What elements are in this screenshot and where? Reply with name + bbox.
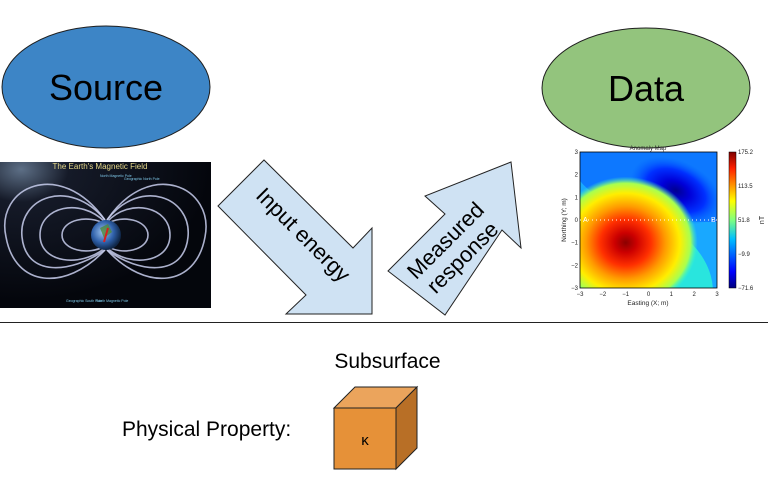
physical-property-label: Physical Property:	[122, 418, 292, 441]
y-tick-label: 0	[575, 218, 579, 224]
image-title: The Earth's Magnetic Field	[53, 162, 148, 171]
property-symbol-kappa: κ	[361, 432, 369, 449]
y-tick-label: 2	[575, 173, 579, 179]
geographic-south-pole-label: Geographic South Pole	[66, 299, 102, 303]
colorbar	[728, 151, 737, 289]
x-tick-label: 0	[647, 292, 651, 298]
data-label: Data	[608, 68, 685, 109]
colorbar-tick-label: −9.9	[738, 252, 751, 258]
x-tick-label: −2	[599, 292, 607, 298]
subsurface-cube: κ	[332, 385, 419, 471]
cube-front	[333, 407, 397, 470]
measured-response-arrow: Measured response	[387, 161, 522, 316]
y-tick-label: −2	[571, 263, 579, 269]
profile-end-label: B	[711, 217, 716, 224]
data-node: Data	[541, 27, 751, 149]
x-tick-label: −1	[622, 292, 630, 298]
geographic-north-pole-label: Geographic North Pole	[124, 177, 160, 181]
profile-start-label: A	[583, 217, 588, 224]
source-node: Source	[1, 25, 211, 149]
south-magnetic-pole-label: South Magnetic Pole	[96, 299, 128, 303]
source-label: Source	[49, 67, 163, 108]
y-tick-label: −3	[571, 286, 579, 292]
surface-divider	[0, 322, 768, 323]
input-energy-arrow: Input energy	[217, 159, 373, 315]
north-magnetic-pole-label: North Magnetic Pole	[100, 174, 132, 178]
source-ellipse	[1, 25, 211, 149]
colorbar-unit: nT	[759, 215, 766, 224]
magnetic-high	[580, 176, 698, 288]
y-tick-label: 3	[575, 150, 579, 156]
y-tick-label: −1	[571, 241, 579, 247]
compass-needle	[103, 227, 109, 243]
x-tick-label: 1	[670, 292, 674, 298]
input-arrow-shape	[217, 159, 373, 315]
x-tick-label: −3	[577, 292, 585, 298]
data-ellipse	[541, 27, 751, 149]
colorbar-tick-label: 113.5	[738, 184, 753, 190]
colorbar-tick-label: −71.6	[738, 286, 754, 292]
output-arrow-shape	[387, 161, 522, 316]
field-lines	[3, 183, 207, 280]
subsurface-title: Subsurface	[334, 350, 441, 373]
anomaly-map: Anomaly Map A B −3 −2 −1 0 1 2 3 3 2 1 0 −1 −2 −3 Ea…	[561, 146, 766, 307]
x-tick-label: 3	[715, 292, 719, 298]
x-tick-label: 2	[692, 292, 696, 298]
y-tick-label: 1	[575, 195, 579, 201]
earth-magnetic-field-image: The Earth's Magnetic Field North Magneti…	[0, 162, 211, 308]
map-title: Anomaly Map	[630, 146, 667, 152]
map-xlabel: Easting (X; m)	[627, 300, 668, 307]
colorbar-tick-label: 51.8	[738, 218, 750, 224]
colorbar-tick-label: 175.2	[738, 150, 754, 156]
map-ylabel: Northing (Y; m)	[561, 198, 568, 242]
